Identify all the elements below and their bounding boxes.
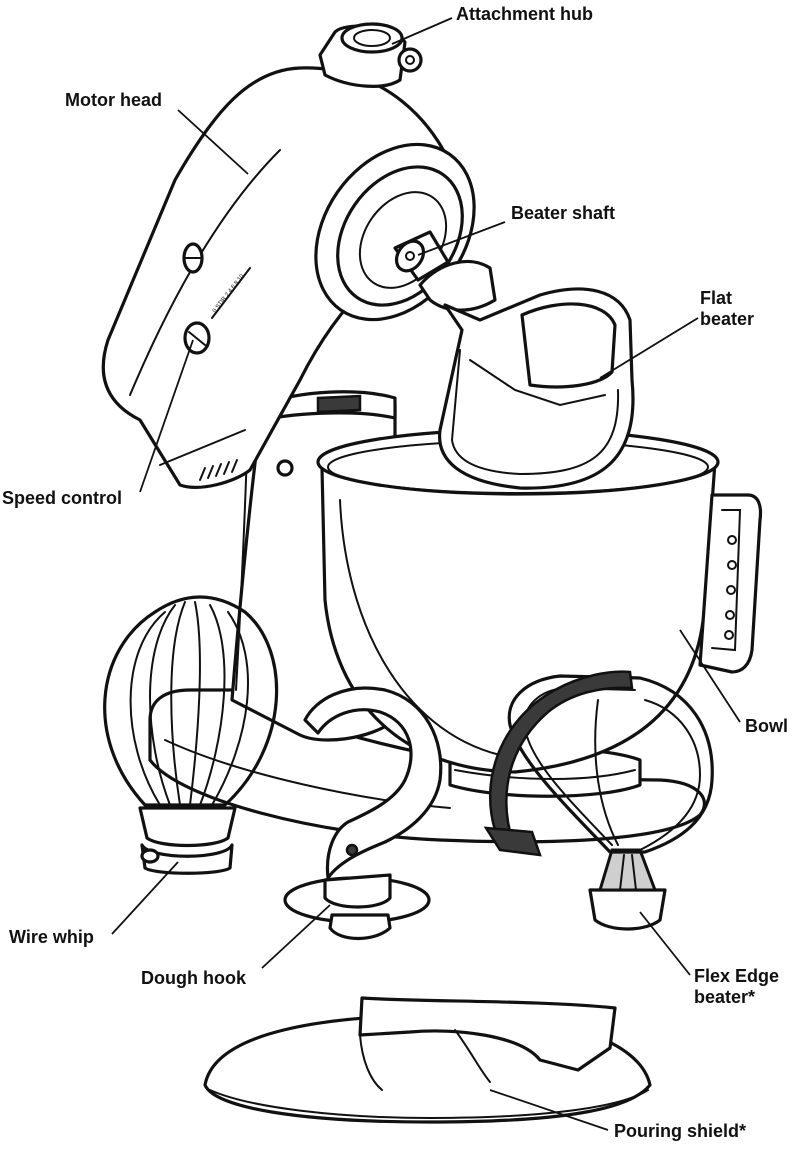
label-flex-edge-beater: Flex Edge beater* xyxy=(694,966,779,1008)
pouring-shield xyxy=(203,996,652,1124)
label-beater-shaft: Beater shaft xyxy=(511,203,616,223)
flex-edge-beater xyxy=(483,670,714,931)
speed-control-lever xyxy=(183,321,211,355)
attachment-hub xyxy=(318,22,423,88)
label-motor-head: Motor head xyxy=(65,90,162,110)
label-speed-control: Speed control xyxy=(2,488,123,508)
label-flex-edge-line1: Flex Edge xyxy=(694,966,780,986)
label-bowl: Bowl xyxy=(745,716,788,736)
label-dough-hook: Dough hook xyxy=(141,968,246,988)
label-flat-beater: Flat beater xyxy=(700,288,754,330)
wire-whip xyxy=(103,595,279,875)
beater-shaft xyxy=(393,230,450,282)
flat-beater xyxy=(418,259,635,490)
label-flat-beater-line2: beater xyxy=(700,309,755,329)
label-flex-edge-line2: beater* xyxy=(694,987,756,1007)
leader-lines xyxy=(111,17,741,1131)
label-attachment-hub: Attachment hub xyxy=(456,4,593,24)
label-wire-whip: Wire whip xyxy=(9,927,94,947)
label-flat-beater-line1: Flat xyxy=(700,288,733,308)
label-pouring-shield: Pouring shield* xyxy=(614,1121,747,1141)
dough-hook xyxy=(283,686,443,940)
